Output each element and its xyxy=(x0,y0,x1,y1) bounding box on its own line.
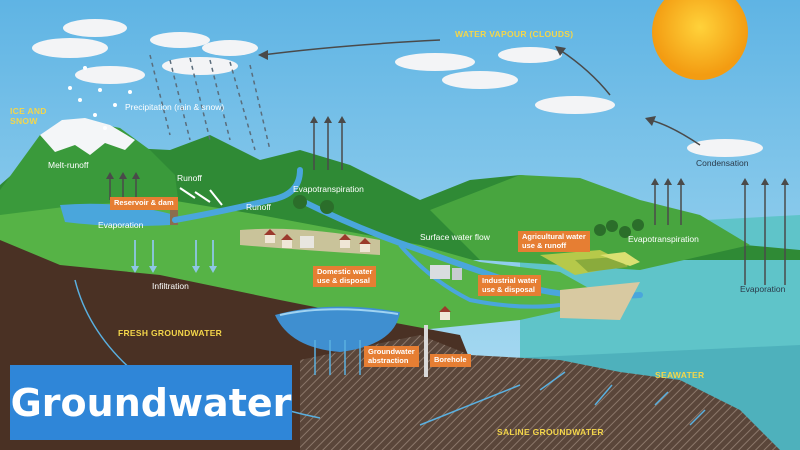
sun xyxy=(652,0,748,80)
condensation-label: Condensation xyxy=(696,158,749,168)
rain xyxy=(149,54,271,151)
evapotranspiration-label-1: Evapotranspiration xyxy=(293,184,364,194)
industrial-water-line2: use & disposal xyxy=(482,284,535,294)
aquifer xyxy=(275,306,400,352)
evaporation-label-1: Evaporation xyxy=(98,220,144,230)
evaporation-arrows xyxy=(109,120,786,285)
ice-snow-label-line2: SNOW xyxy=(10,116,38,126)
saline-hatch xyxy=(300,335,780,450)
trees xyxy=(293,195,644,238)
domestic-water-line1: Domestic water xyxy=(317,267,373,276)
fresh-groundwater-label: FRESH GROUNDWATER xyxy=(118,328,223,338)
melt-runoff-label: Melt-runoff xyxy=(48,160,89,170)
borehole-pipe xyxy=(424,325,428,377)
houses xyxy=(264,229,462,320)
agricultural-water-line2: use & runoff xyxy=(522,240,567,250)
evaporation-label-2: Evaporation xyxy=(740,284,786,294)
surface-water-flow-label: Surface water flow xyxy=(420,232,490,242)
saline-groundwater-label: SALINE GROUNDWATER xyxy=(497,427,604,437)
groundwater-abstraction-line2: abstraction xyxy=(368,355,409,365)
infiltration-arrows xyxy=(134,240,214,268)
groundwater-abstraction-line1: Groundwater xyxy=(368,347,415,356)
precipitation-label: Precipitation (rain & snow) xyxy=(125,102,225,112)
reservoir-dam-text: Reservoir & dam xyxy=(114,198,174,207)
reservoir-dam-box: Reservoir & dam xyxy=(110,197,178,210)
water-vapour-label: WATER VAPOUR (CLOUDS) xyxy=(455,29,574,39)
infiltration-label: Infiltration xyxy=(152,281,189,291)
evapotranspiration-label-2: Evapotranspiration xyxy=(628,234,699,244)
green-plain xyxy=(0,200,610,330)
runoff-arrows xyxy=(179,187,223,206)
groundwater-title-banner: Groundwater xyxy=(10,365,292,440)
snowflakes xyxy=(68,66,132,130)
ice-snow-label-line1: ICE AND xyxy=(10,106,47,116)
borehole-text: Borehole xyxy=(434,355,467,364)
seawater-label: SEAWATER xyxy=(655,370,705,380)
agricultural-water-line1: Agricultural water xyxy=(522,232,586,241)
snow-cap xyxy=(40,118,135,155)
domestic-water-line2: use & disposal xyxy=(317,275,370,285)
clouds xyxy=(32,19,763,157)
groundwater-title: Groundwater xyxy=(10,380,292,425)
borehole-box: Borehole xyxy=(430,354,471,367)
runoff-label-2: Runoff xyxy=(246,202,271,212)
runoff-label-1: Runoff xyxy=(177,173,202,183)
industrial-water-line1: Industrial water xyxy=(482,276,538,285)
right-hills xyxy=(430,175,750,270)
